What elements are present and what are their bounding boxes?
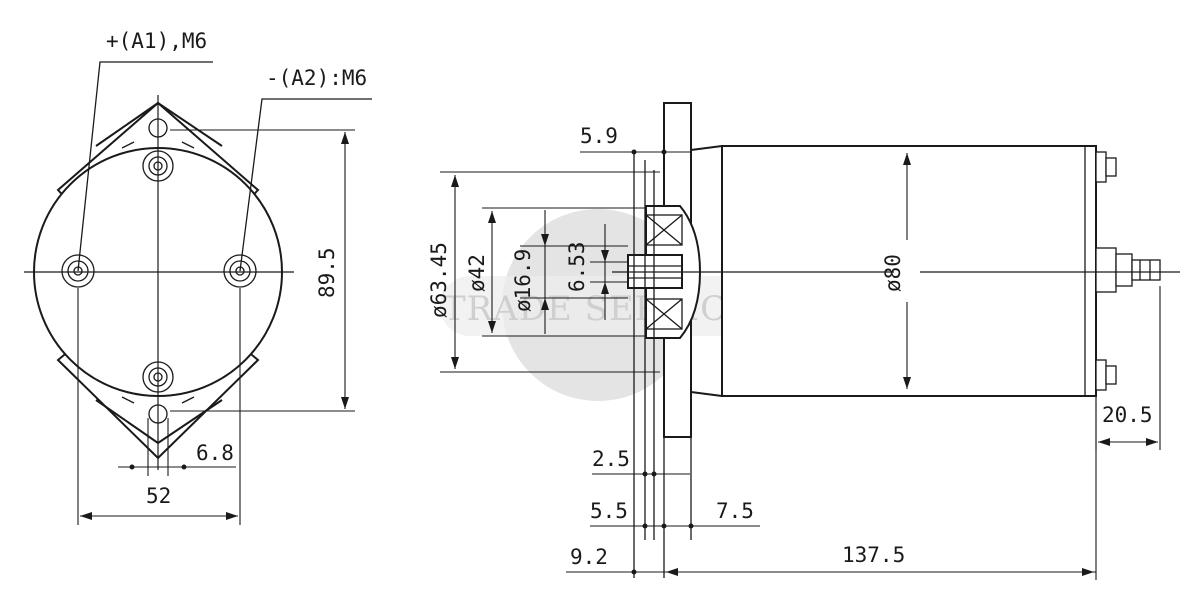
leader-a2 xyxy=(239,98,372,272)
rear-stud-top xyxy=(1095,151,1117,183)
label-dim-20-5: 20.5 xyxy=(1102,403,1153,427)
label-dim-2-5: 2.5 xyxy=(592,447,630,471)
label-dim-9-2: 9.2 xyxy=(570,545,608,569)
label-dia-42: ø42 xyxy=(465,254,489,292)
side-view: 5.9 ø63.45 ø42 ø16.9 6.53 ø80 xyxy=(427,102,1180,580)
label-terminal-a1: +(A1),M6 xyxy=(106,29,207,53)
rear-terminal xyxy=(1095,247,1161,293)
motor-body xyxy=(721,145,1097,397)
bearing-bottom xyxy=(645,298,683,330)
label-dim-6-53: 6.53 xyxy=(565,241,589,292)
label-width-52: 52 xyxy=(146,484,171,508)
label-dia-63-45: ø63.45 xyxy=(427,242,451,318)
flange-bottom-tip xyxy=(95,399,223,445)
label-hole-6-8: 6.8 xyxy=(196,441,234,465)
rear-stud-bottom xyxy=(1095,359,1117,391)
leader-a1 xyxy=(77,61,213,272)
label-dia-80: ø80 xyxy=(881,254,905,292)
flange-cutouts xyxy=(121,141,195,404)
label-terminal-a2: -(A2):M6 xyxy=(266,66,367,90)
label-dim-5-5: 5.5 xyxy=(590,499,628,523)
label-dim-7-5: 7.5 xyxy=(716,499,754,523)
body-flange-joint xyxy=(690,145,723,397)
front-view: +(A1),M6 -(A2):M6 89.5 6.8 52 xyxy=(24,29,372,525)
label-length-137-5: 137.5 xyxy=(842,543,905,567)
bearing-top xyxy=(645,214,683,246)
label-dim-5-9: 5.9 xyxy=(580,124,618,148)
label-dia-16-9: ø16.9 xyxy=(511,249,535,312)
label-height-89-5: 89.5 xyxy=(315,247,339,298)
